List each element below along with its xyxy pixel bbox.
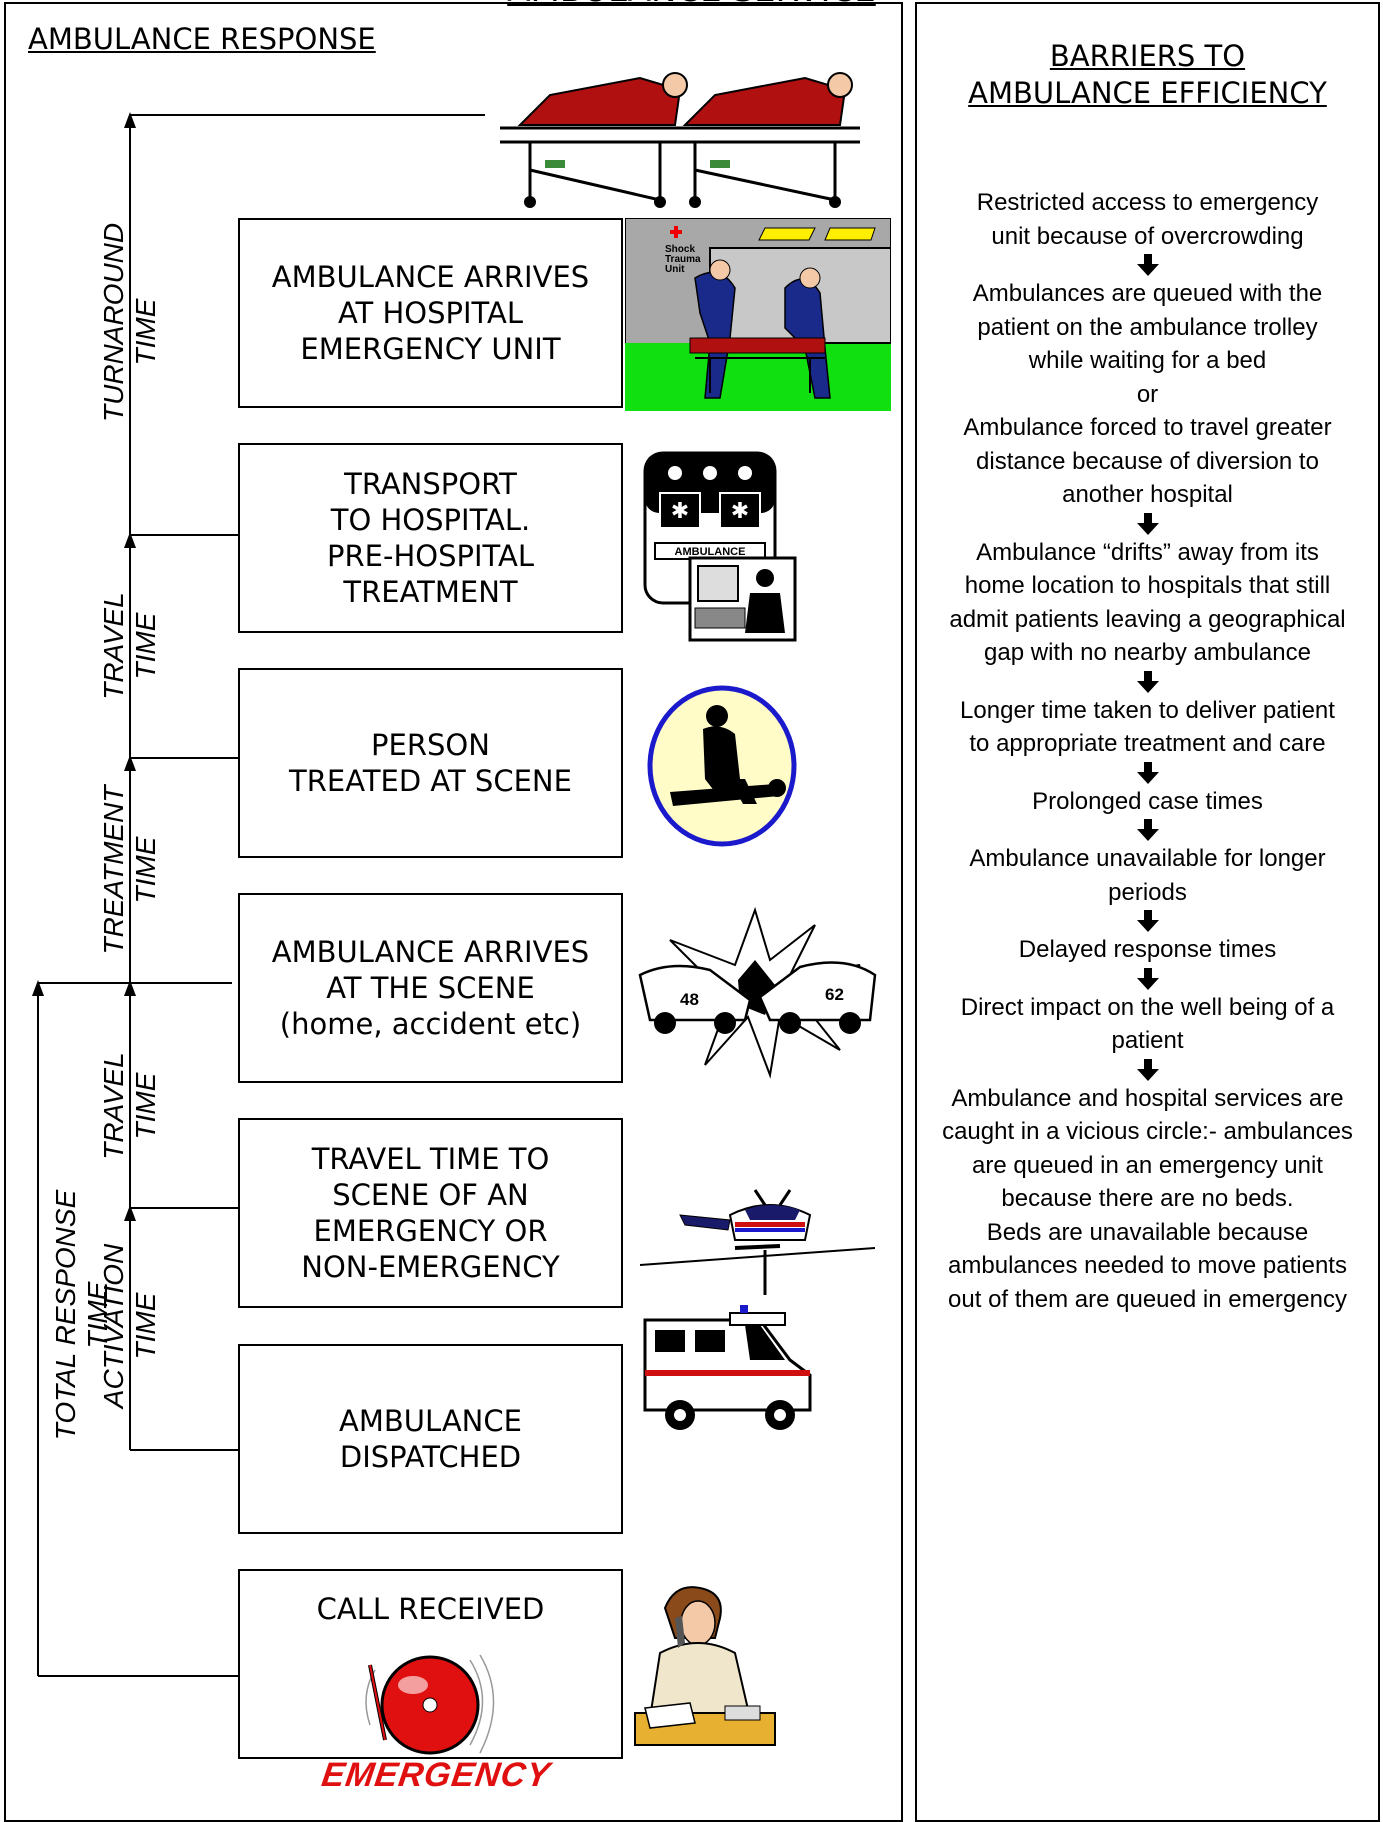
total-response-time-label: TOTAL RESPONSE TIME <box>50 1189 113 1441</box>
down-arrow-icon <box>918 670 1377 694</box>
stage-treated-at-scene: PERSON TREATED AT SCENE <box>238 668 623 858</box>
stage-label: TRANSPORT TO HOSPITAL. PRE-HOSPITAL TREA… <box>327 467 534 609</box>
call-handler-illustration <box>634 1586 776 1746</box>
barriers-heading: BARRIERS TO AMBULANCE EFFICIENCY <box>968 39 1327 110</box>
travel-time-upper-label: TRAVEL TIME <box>98 592 161 700</box>
down-arrow-icon <box>918 512 1377 536</box>
stage-label: AMBULANCE ARRIVES AT HOSPITAL EMERGENCY … <box>271 260 590 366</box>
stage-travel-to-scene: TRAVEL TIME TO SCENE OF AN EMERGENCY OR … <box>238 1118 623 1308</box>
svg-text:✱: ✱ <box>731 499 749 524</box>
barrier-item: Delayed response times <box>1018 936 1277 963</box>
emergency-bell-icon <box>365 1654 495 1755</box>
page-title: AMBULANCE SERVICE <box>0 0 1383 10</box>
cpr-treatment-illustration <box>647 685 797 847</box>
stage-arrives-hospital: AMBULANCE ARRIVES AT HOSPITAL EMERGENCY … <box>238 218 623 408</box>
treatment-time-label: TREATMENT TIME <box>98 785 161 955</box>
stage-label: TRAVEL TIME TO SCENE OF AN EMERGENCY OR … <box>301 1142 560 1284</box>
car-number-left: 48 <box>680 990 699 1009</box>
svg-text:✱: ✱ <box>671 499 689 524</box>
ambulance-front-and-computer-illustration: ✱ ✱ AMBULANCE <box>643 451 797 642</box>
patients-on-trolleys-illustration <box>500 72 860 208</box>
stage-label: AMBULANCE ARRIVES AT THE SCENE (home, ac… <box>271 935 590 1041</box>
barrier-item: Direct impact on the well being of a pat… <box>960 993 1335 1055</box>
down-arrow-icon <box>918 253 1377 277</box>
car-crash-illustration: 48 62 <box>638 906 877 1079</box>
arrowhead-travel-lower <box>124 980 136 996</box>
car-number-right: 62 <box>825 985 844 1004</box>
stage-label: AMBULANCE DISPATCHED <box>339 1404 522 1474</box>
stage-label: CALL RECEIVED <box>316 1592 545 1626</box>
barrier-item: Ambulance “drifts” away from its home lo… <box>949 538 1346 667</box>
arrowhead-total-response <box>32 980 44 996</box>
barrier-item: Ambulances are queued with the patient o… <box>963 280 1332 508</box>
ambulance-van-illustration <box>643 1305 812 1430</box>
arrowhead-activation <box>124 1205 136 1221</box>
down-arrow-icon <box>918 967 1377 991</box>
down-arrow-icon <box>918 818 1377 842</box>
barrier-item: Prolonged case times <box>1032 787 1263 815</box>
arrowhead-treatment <box>124 755 136 771</box>
barrier-item: Longer time taken to deliver patient to … <box>960 696 1335 758</box>
emergency-banner: EMERGENCY <box>319 1756 553 1794</box>
barrier-item: Restricted access to emergency unit beca… <box>976 189 1319 250</box>
stage-ambulance-dispatched: AMBULANCE DISPATCHED <box>238 1344 623 1534</box>
down-arrow-icon <box>918 761 1377 785</box>
barrier-item: Ambulance and hospital services are caug… <box>942 1084 1353 1313</box>
barrier-item: Ambulance unavailable for longer periods <box>969 845 1326 906</box>
helicopter-illustration <box>640 1189 875 1295</box>
stage-transport-to-hospital: TRANSPORT TO HOSPITAL. PRE-HOSPITAL TREA… <box>238 443 623 633</box>
arrowhead-turnaround <box>124 112 136 128</box>
ambulance-response-heading: AMBULANCE RESPONSE <box>28 22 376 56</box>
down-arrow-icon <box>918 909 1377 933</box>
down-arrow-icon <box>918 1058 1377 1082</box>
stage-label: PERSON TREATED AT SCENE <box>289 728 572 798</box>
arrowhead-travel-upper <box>124 532 136 548</box>
stage-arrives-at-scene: AMBULANCE ARRIVES AT THE SCENE (home, ac… <box>238 893 623 1083</box>
ambulance-sign: AMBULANCE <box>675 546 746 558</box>
turnaround-time-label: TURNAROUND TIME <box>98 222 161 422</box>
barriers-list: Restricted access to emergency unit beca… <box>918 186 1377 1316</box>
travel-time-lower-label: TRAVEL TIME <box>98 1052 161 1160</box>
